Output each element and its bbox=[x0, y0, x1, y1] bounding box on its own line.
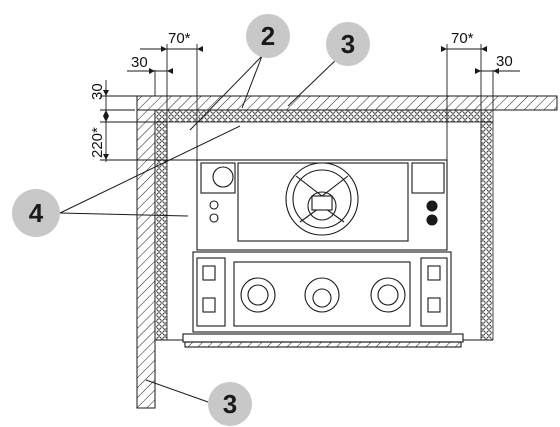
lower-filter-right bbox=[427, 265, 441, 281]
dim-vertical-clearance: 220* bbox=[89, 127, 106, 158]
dimension-arrows bbox=[103, 46, 499, 160]
upper-right-connector-2 bbox=[426, 214, 438, 226]
callout-leaders bbox=[59, 55, 341, 403]
callout-label-4: 4 bbox=[29, 198, 44, 228]
callout-label-2: 2 bbox=[261, 21, 275, 51]
dim-vertical-insulation: 30 bbox=[89, 83, 106, 100]
ceiling-wall bbox=[136, 95, 558, 111]
unit-drip-tray bbox=[184, 341, 462, 348]
upper-right-connector-1 bbox=[426, 200, 438, 212]
dim-top-right-clearance: 30 bbox=[496, 53, 513, 70]
lower-port-right-inner bbox=[377, 284, 399, 306]
insulation-right bbox=[480, 121, 494, 341]
dim-top-right-offset: 70* bbox=[451, 30, 474, 47]
unit-base-plate bbox=[182, 333, 464, 343]
lower-filter-left-2 bbox=[202, 297, 216, 313]
lower-port-center-inner bbox=[312, 288, 332, 308]
callout-bubble-3-bottom bbox=[208, 382, 252, 426]
dim-top-left-clearance: 30 bbox=[131, 54, 148, 71]
callout-label-3-bottom: 3 bbox=[223, 389, 237, 419]
fan-duct bbox=[311, 195, 333, 211]
callout-label-3-top: 3 bbox=[341, 29, 355, 59]
insulation-top bbox=[154, 109, 494, 123]
upper-left-port bbox=[212, 166, 234, 188]
lower-port-left-inner bbox=[247, 284, 269, 306]
callout-bubble-4 bbox=[12, 189, 60, 237]
dim-top-left-offset: 70* bbox=[168, 30, 191, 47]
lower-filter-right-2 bbox=[427, 297, 441, 313]
ventilation-unit bbox=[182, 159, 464, 348]
callout-bubble-3-top bbox=[326, 22, 370, 66]
lower-filter-left bbox=[202, 265, 216, 281]
upper-right-panel bbox=[411, 162, 445, 194]
left-wall bbox=[136, 109, 156, 409]
callout-bubble-2 bbox=[246, 14, 290, 58]
upper-left-knob-2 bbox=[209, 213, 219, 223]
insulation-left bbox=[154, 121, 168, 341]
upper-left-knob-1 bbox=[209, 200, 219, 210]
